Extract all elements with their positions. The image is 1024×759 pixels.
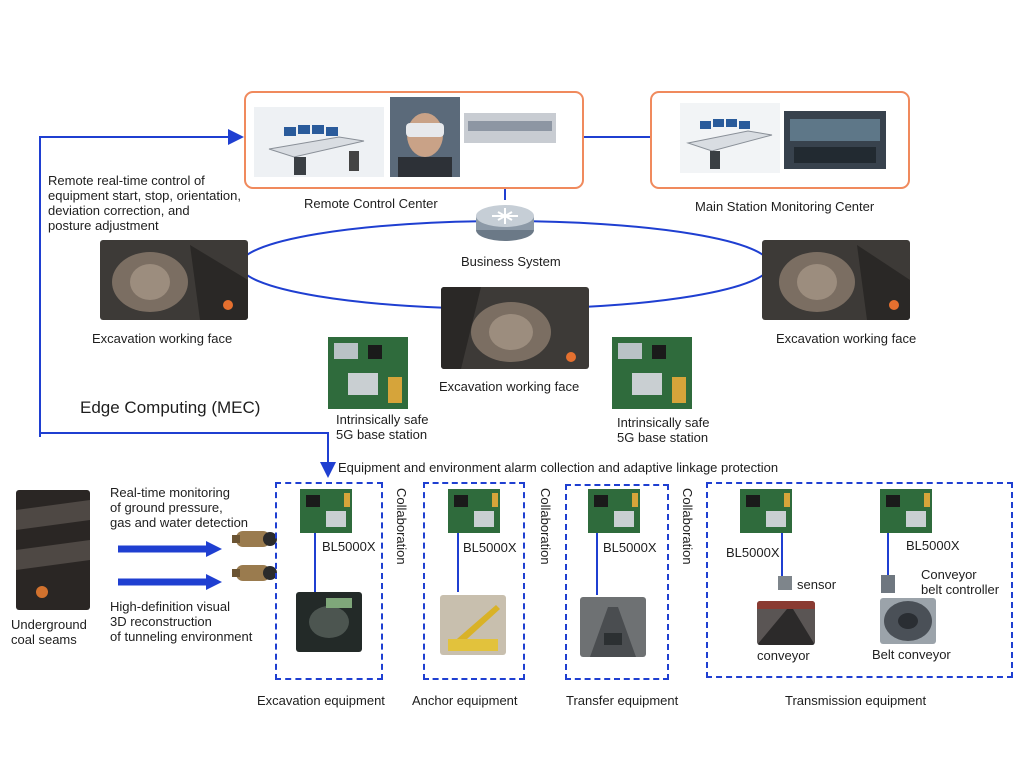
excavation-equipment-photo [296,592,362,652]
excavation-face-photo-center [441,287,589,369]
alarm-collection-label: Equipment and environment alarm collecti… [338,460,779,475]
monitoring-desc: Real-time monitoring of ground pressure,… [110,485,249,530]
router-icon [476,205,534,241]
collaboration-label-3: Collaboration [680,488,695,565]
anchor-equipment-box [423,482,525,680]
bl5000x-board-conveyor [740,489,792,533]
belt-conveyor-label: Belt conveyor [872,647,951,662]
coal-seams-photo [16,490,90,610]
base-station-board-left [328,337,408,409]
excavation-face-label-right: Excavation working face [776,331,917,346]
excavation-face-label-center: Excavation working face [439,379,580,394]
bl5000x-label-anchor: BL5000X [463,540,517,555]
excavation-equipment-box [275,482,383,680]
bl5000x-label-conveyor: BL5000X [726,545,780,560]
control-desk-image [254,107,384,177]
conveyor-label: conveyor [757,648,810,663]
bl5000x-board-excavation [300,489,352,533]
remote-control-center-label: Remote Control Center [304,196,438,211]
visual-desc: High-definition visual 3D reconstruction… [110,599,253,644]
transmission-equipment-label: Transmission equipment [785,693,927,708]
operator-headset-image [390,97,460,177]
collaboration-label-2: Collaboration [538,488,553,565]
bl5000x-label-excavation: BL5000X [322,539,376,554]
bl5000x-label-transfer: BL5000X [603,540,657,555]
conveyor-photo [757,601,815,645]
anchor-equipment-label: Anchor equipment [412,693,518,708]
excavation-face-label-left: Excavation working face [92,331,233,346]
camera-icon [232,565,277,581]
bl5000x-board-anchor [448,489,500,533]
sensor-icon [778,576,792,590]
transfer-equipment-box [565,484,669,680]
excavation-equipment-label: Excavation equipment [257,693,385,708]
camera-icon [232,531,277,547]
monitoring-room-image [784,111,886,169]
excavation-face-photo-left [100,240,248,320]
sensor-label: sensor [797,577,837,592]
main-station-label: Main Station Monitoring Center [695,199,875,214]
collaboration-label-1: Collaboration [394,488,409,565]
transfer-equipment-label: Transfer equipment [566,693,679,708]
business-system-label: Business System [461,254,561,269]
transmission-equipment-box [706,482,1013,678]
bl5000x-board-transfer [588,489,640,533]
monitoring-desk-image [680,103,780,173]
bl5000x-board-belt [880,489,932,533]
remote-control-center-box [244,91,584,189]
base-station-board-right [612,337,692,409]
anchor-equipment-photo [440,595,506,655]
screen-wall-image [464,113,556,143]
transfer-equipment-photo [580,597,646,657]
edge-computing-label: Edge Computing (MEC) [80,398,261,417]
belt-conveyor-photo [880,598,936,644]
remote-control-desc: Remote real-time control of equipment st… [48,173,241,233]
bl5000x-label-belt: BL5000X [906,538,960,553]
main-station-box [650,91,910,189]
excavation-face-photo-right [762,240,910,320]
belt-controller-icon [881,575,895,593]
